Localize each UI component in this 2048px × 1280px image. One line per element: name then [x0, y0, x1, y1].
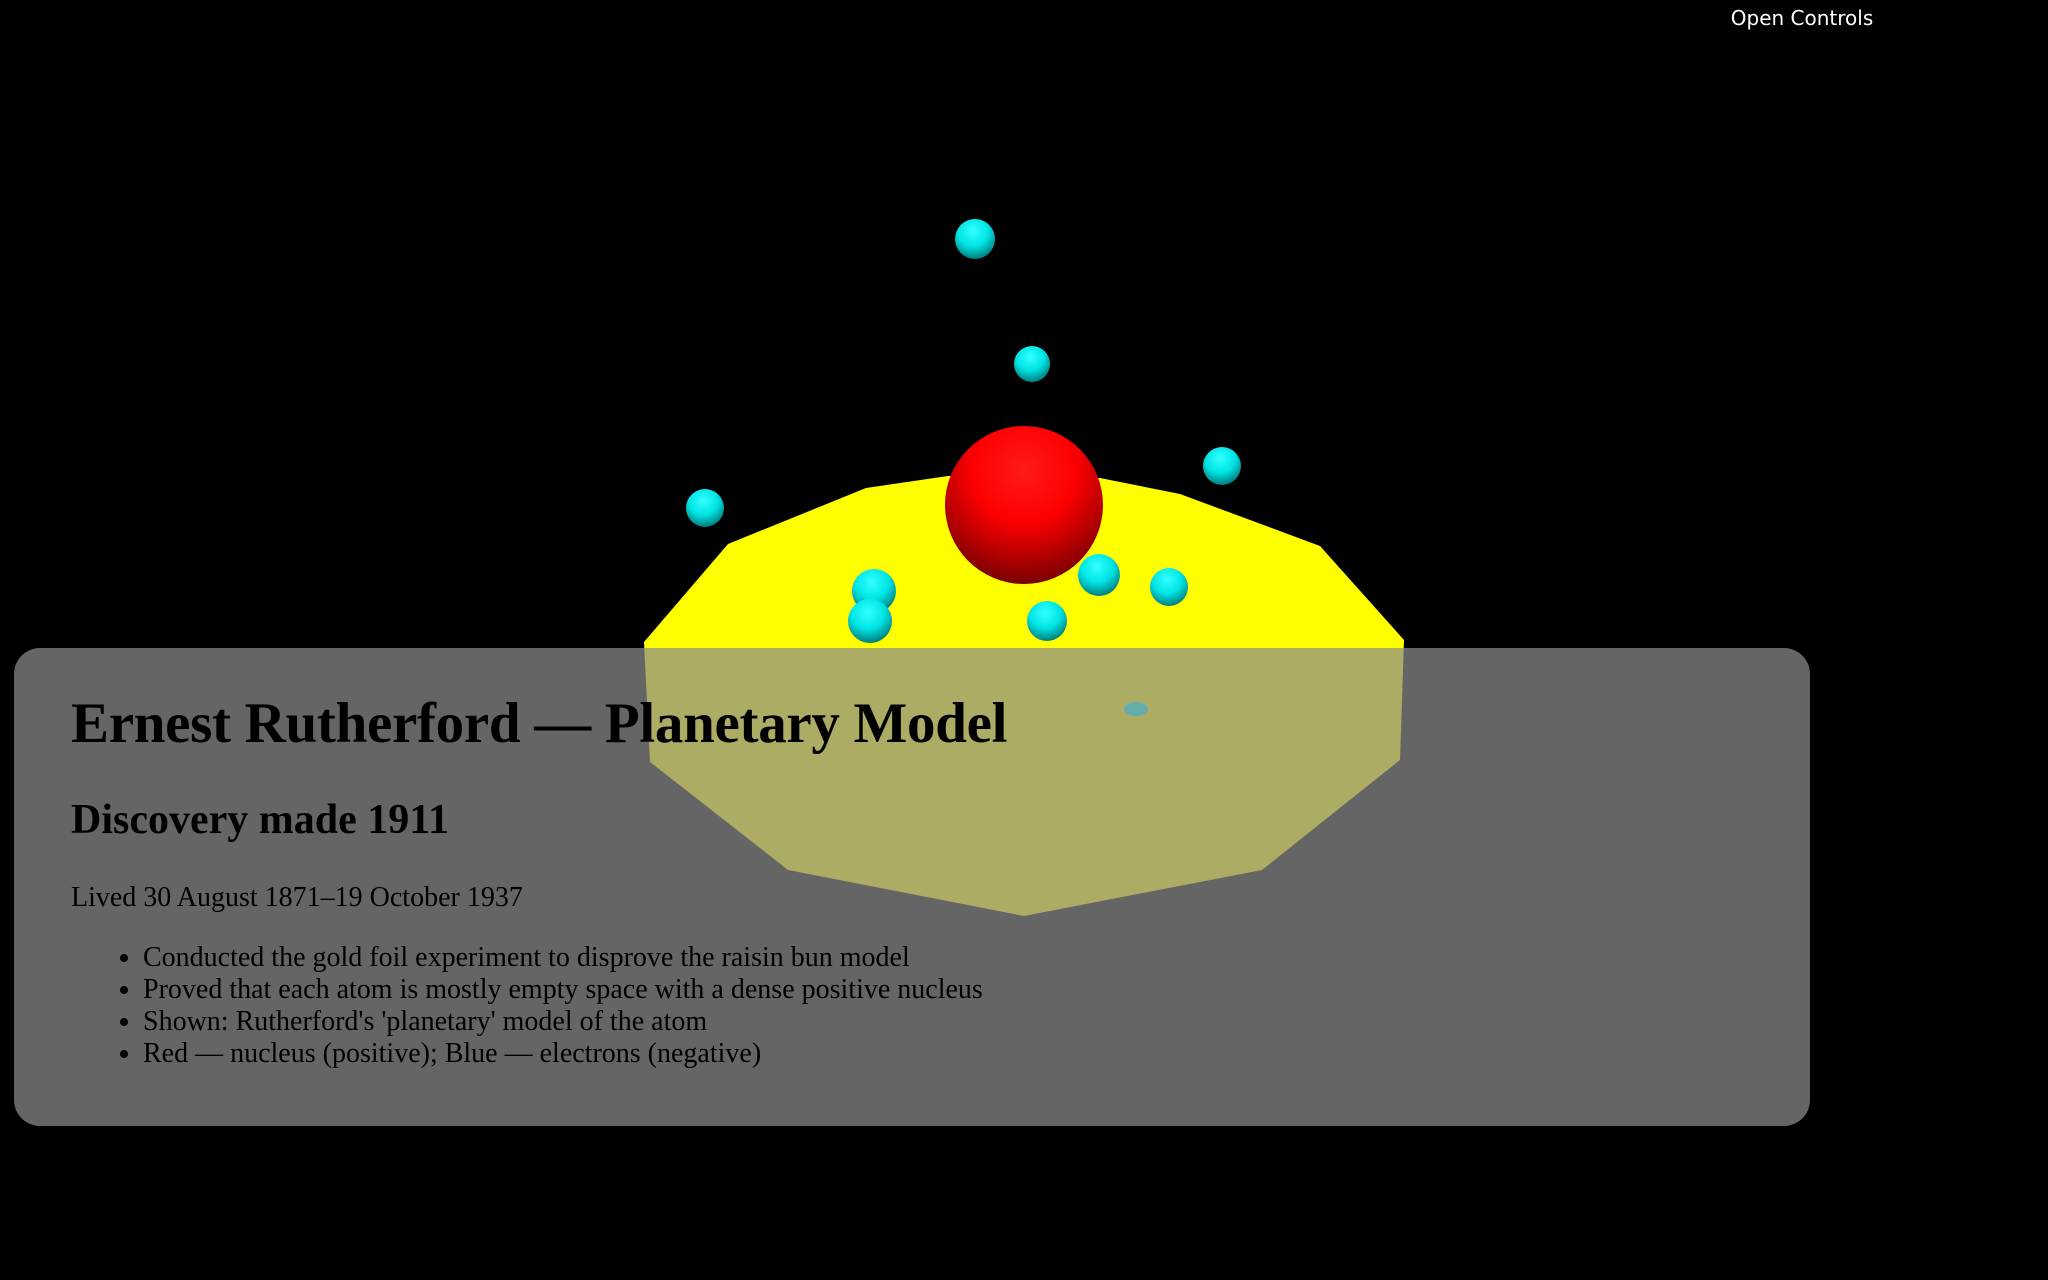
discovery-year-heading: Discovery made 1911	[71, 797, 449, 843]
electrons	[686, 219, 1241, 716]
list-item: Conducted the gold foil experiment to di…	[143, 942, 1753, 974]
facts-list: Conducted the gold foil experiment to di…	[71, 942, 1753, 1070]
electron-sphere	[1150, 568, 1188, 606]
electron-sphere	[1014, 346, 1050, 382]
list-item: Proved that each atom is mostly empty sp…	[143, 974, 1753, 1006]
electron-sphere	[1027, 601, 1067, 641]
open-controls-button[interactable]: Open Controls	[1730, 6, 1874, 30]
electron-sphere	[955, 219, 995, 259]
nucleus-sphere	[945, 426, 1103, 584]
list-item: Shown: Rutherford's 'planetary' model of…	[143, 1006, 1753, 1038]
electron-sphere	[848, 599, 892, 643]
electron-sphere	[1078, 554, 1120, 596]
page-title: Ernest Rutherford — Planetary Model	[71, 692, 1008, 755]
electron-sphere	[686, 489, 724, 527]
electron-sphere	[1203, 447, 1241, 485]
lifespan-text: Lived 30 August 1871–19 October 1937	[71, 882, 523, 913]
info-panel: Ernest Rutherford — Planetary Model Disc…	[14, 648, 1810, 1126]
list-item: Red — nucleus (positive); Blue — electro…	[143, 1038, 1753, 1070]
